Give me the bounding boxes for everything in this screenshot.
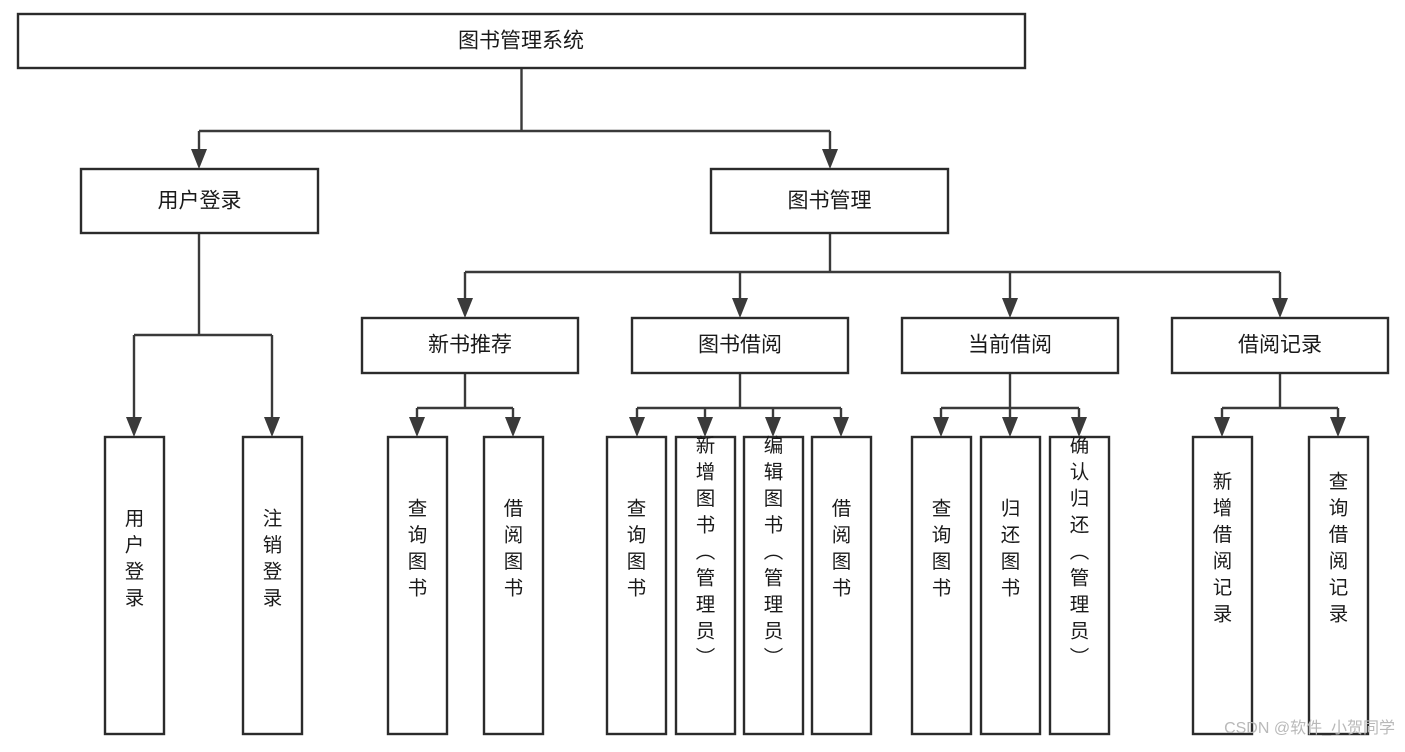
node-book-borrow[interactable]: 图书借阅 <box>630 316 850 375</box>
leaf-current-borrow-query-label: 查询图书 <box>932 498 952 600</box>
node-borrow-record[interactable]: 借阅记录 <box>1170 316 1390 375</box>
leaf-borrow-record-query[interactable]: 查询借阅记录 <box>1307 435 1370 736</box>
leaf-current-borrow-query[interactable]: 查询图书 <box>910 435 973 736</box>
node-current-borrow[interactable]: 当前借阅 <box>900 316 1120 375</box>
leaf-new-book-borrow-box[interactable] <box>482 435 545 736</box>
arrow-user-login-2 <box>264 417 280 437</box>
arrow-to-book-borrow <box>732 298 748 318</box>
leaf-book-borrow-borrow-box[interactable] <box>810 435 873 736</box>
leaf-book-borrow-edit-label: 编辑图书︵管理员︶ <box>764 435 784 669</box>
leaf-current-borrow-confirm[interactable]: 确认归还︵管理员︶ <box>1048 435 1111 736</box>
leaf-borrow-record-query-label: 查询借阅记录 <box>1329 471 1349 626</box>
leaf-book-borrow-query-label: 查询图书 <box>627 498 647 600</box>
leaf-borrow-record-query-box[interactable] <box>1307 435 1370 736</box>
watermark-label: CSDN @软件_小贺同学 <box>1224 719 1395 737</box>
arrow-current-borrow-2 <box>1002 417 1018 437</box>
leaf-new-book-borrow-label: 借阅图书 <box>504 498 524 600</box>
arrow-to-book-manage <box>822 149 838 169</box>
arrow-to-new-book <box>457 298 473 318</box>
leaf-new-book-query[interactable]: 查询图书 <box>386 435 449 736</box>
node-borrow-record-box[interactable] <box>1170 316 1390 375</box>
leaf-user-login-logout-box[interactable] <box>241 435 304 736</box>
leaf-book-borrow-borrow[interactable]: 借阅图书 <box>810 435 873 736</box>
leaf-current-borrow-confirm-box[interactable] <box>1048 435 1111 736</box>
node-current-borrow-box[interactable] <box>900 316 1120 375</box>
node-new-book-recommend[interactable]: 新书推荐 <box>360 316 580 375</box>
arrow-borrow-record-2 <box>1330 417 1346 437</box>
leaf-user-login-login-box[interactable] <box>103 435 166 736</box>
leaf-user-login-logout[interactable]: 注销登录 <box>241 435 304 736</box>
arrow-book-borrow-3 <box>765 417 781 437</box>
node-user-login-box[interactable] <box>79 167 320 235</box>
node-root-system[interactable]: 图书管理系统 <box>16 12 1027 70</box>
node-book-manage-box[interactable] <box>709 167 950 235</box>
node-book-borrow-label: 图书借阅 <box>698 334 782 357</box>
leaf-new-book-query-box[interactable] <box>386 435 449 736</box>
node-user-login-label: 用户登录 <box>158 190 242 213</box>
node-root-system-box[interactable] <box>16 12 1027 70</box>
arrow-book-borrow-1 <box>629 417 645 437</box>
arrow-borrow-record-1 <box>1214 417 1230 437</box>
leaf-book-borrow-edit-box[interactable] <box>742 435 805 736</box>
node-new-book-recommend-label: 新书推荐 <box>428 334 512 357</box>
leaf-user-login-login[interactable]: 用户登录 <box>103 435 166 736</box>
node-book-borrow-box[interactable] <box>630 316 850 375</box>
leaf-borrow-record-add-box[interactable] <box>1191 435 1254 736</box>
leaf-current-borrow-confirm-label: 确认归还︵管理员︶ <box>1070 435 1090 669</box>
arrow-to-borrow-record <box>1272 298 1288 318</box>
node-root-system-label: 图书管理系统 <box>458 30 584 53</box>
leaf-borrow-record-add[interactable]: 新增借阅记录 <box>1191 435 1254 736</box>
node-new-book-recommend-box[interactable] <box>360 316 580 375</box>
arrow-user-login-1 <box>126 417 142 437</box>
connector-layer <box>126 68 1346 437</box>
leaf-book-borrow-add-label: 新增图书︵管理员︶ <box>696 435 716 669</box>
node-borrow-record-label: 借阅记录 <box>1238 334 1322 357</box>
arrow-current-borrow-3 <box>1071 417 1087 437</box>
leaf-book-borrow-add[interactable]: 新增图书︵管理员︶ <box>674 435 737 736</box>
arrow-book-borrow-2 <box>697 417 713 437</box>
node-user-login[interactable]: 用户登录 <box>79 167 320 235</box>
arrow-to-current-borrow <box>1002 298 1018 318</box>
leaf-user-login-login-label: 用户登录 <box>125 508 145 610</box>
leaf-book-borrow-query[interactable]: 查询图书 <box>605 435 668 736</box>
node-current-borrow-label: 当前借阅 <box>968 334 1052 357</box>
leaf-current-borrow-return-box[interactable] <box>979 435 1042 736</box>
arrow-new-book-2 <box>505 417 521 437</box>
leaf-current-borrow-query-box[interactable] <box>910 435 973 736</box>
leaf-book-borrow-edit[interactable]: 编辑图书︵管理员︶ <box>742 435 805 736</box>
leaf-borrow-record-add-label: 新增借阅记录 <box>1213 471 1233 626</box>
leaf-book-borrow-borrow-label: 借阅图书 <box>832 498 852 600</box>
arrow-book-borrow-4 <box>833 417 849 437</box>
leaf-new-book-borrow[interactable]: 借阅图书 <box>482 435 545 736</box>
node-book-manage-label: 图书管理 <box>788 190 872 213</box>
node-book-manage[interactable]: 图书管理 <box>709 167 950 235</box>
arrow-to-user-login <box>191 149 207 169</box>
leaf-user-login-logout-label: 注销登录 <box>263 508 283 610</box>
arrow-current-borrow-1 <box>933 417 949 437</box>
leaf-current-borrow-return-label: 归还图书 <box>1001 498 1021 600</box>
leaf-book-borrow-query-box[interactable] <box>605 435 668 736</box>
leaf-new-book-query-label: 查询图书 <box>408 498 428 600</box>
leaf-book-borrow-add-box[interactable] <box>674 435 737 736</box>
arrow-new-book-1 <box>409 417 425 437</box>
leaf-current-borrow-return[interactable]: 归还图书 <box>979 435 1042 736</box>
